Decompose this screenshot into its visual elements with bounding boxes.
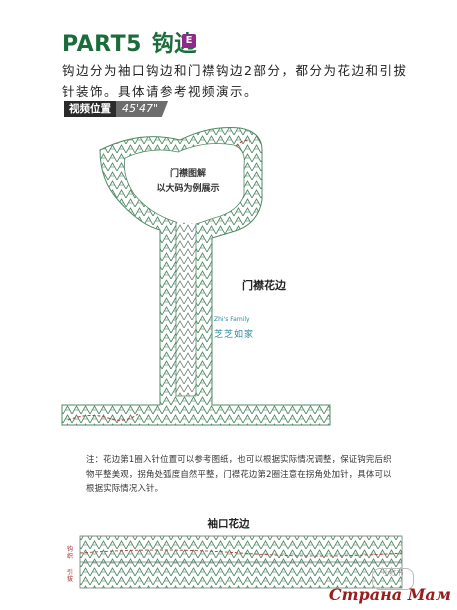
watermark: Страна Мам xyxy=(328,585,451,604)
note-prefix: 注： xyxy=(86,454,104,464)
section-badge: E xyxy=(182,34,196,48)
slip-stitch-line-2 xyxy=(235,140,251,147)
video-label: 视频位置 xyxy=(64,101,116,117)
placket-note-line2: 以大码为例展示 xyxy=(156,184,220,194)
logo-en: Zhi's Family xyxy=(214,316,250,323)
cuff-slip-line xyxy=(79,549,403,557)
note-text: 花边第1圈入针位置可以参考图纸，也可以根据实际情况调整，保证钩完后织物平整美观，… xyxy=(86,454,392,493)
placket-note: 门襟图解 以大码为例展示 xyxy=(138,167,238,197)
placket-label: 门襟花边 xyxy=(242,279,286,292)
slip-stitch-line xyxy=(67,413,139,421)
video-position-tag: 视频位置 45'47" xyxy=(64,101,169,117)
logo: Zhi's Family 芝芝如家 xyxy=(214,316,254,340)
part-number: PART5 xyxy=(62,32,142,57)
video-time: 45'47" xyxy=(116,101,169,117)
logo-cn: 芝芝如家 xyxy=(214,330,255,340)
intro-paragraph: 钩边分为袖口钩边和门襟钩边2部分，都分为花边和引拔针装饰。具体请参考视频演示。 xyxy=(62,63,408,99)
note-paragraph: 注：花边第1圈入针位置可以参考图纸，也可以根据实际情况调整，保证钩完后织物平整美… xyxy=(86,452,392,496)
cuff-side-label-1: 钩织 xyxy=(67,546,74,560)
placket-note-line1: 门襟图解 xyxy=(169,169,206,179)
cuff-title: 袖口花边 xyxy=(207,518,250,530)
placket-inner-stitches xyxy=(176,222,196,396)
cuff-side-label-2: 引拔 xyxy=(67,569,74,583)
watermark-badge: 小红书 xyxy=(372,568,414,590)
